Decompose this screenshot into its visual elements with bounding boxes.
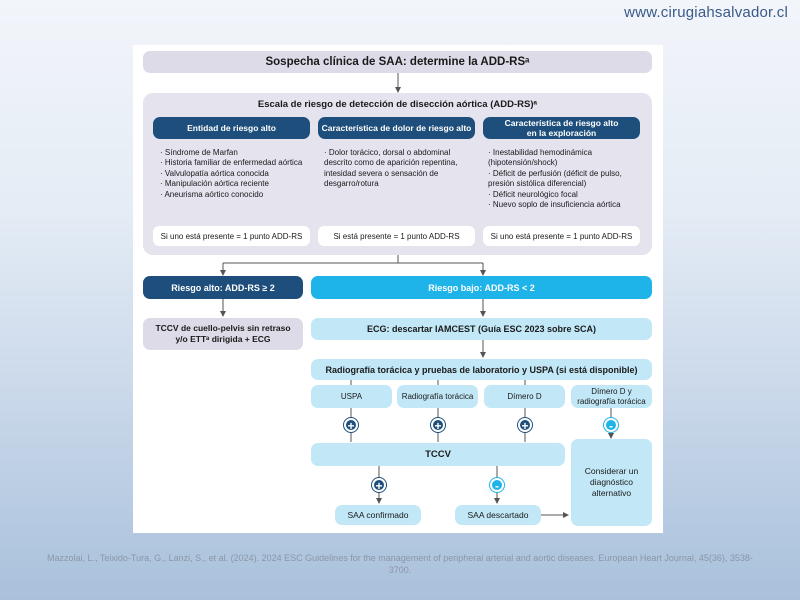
site-watermark: www.cirugiahsalvador.cl — [624, 4, 788, 21]
tccv-box: TCCV — [311, 443, 565, 466]
column-note-exam: Si uno está presente = 1 punto ADD-RS — [483, 226, 640, 246]
high-risk-action-box: TCCV de cuello-pelvis sin retraso y/o ET… — [143, 318, 303, 350]
list-item: Déficit neurológico focal — [488, 190, 640, 200]
list-item: Inestabilidad hemodinámica (hipotensión/… — [488, 148, 640, 169]
citation: Mazzolai, L., Teixido-Tura, G., Lanzi, S… — [47, 553, 753, 575]
list-item: Déficit de perfusión (déficit de pulso, … — [488, 169, 640, 190]
plus-icon: + — [372, 478, 386, 493]
list-item: Historia familiar de enfermedad aórtica — [160, 158, 310, 168]
saa-confirmed-box: SAA confirmado — [335, 505, 421, 525]
list-item: Nuevo soplo de insuficiencia aórtica — [488, 200, 640, 210]
column-note-pain: Si está presente = 1 punto ADD-RS — [318, 226, 475, 246]
column-header-exam: Característica de riesgo alto en la expl… — [483, 117, 640, 139]
low-risk-box: Riesgo bajo: ADD-RS < 2 — [311, 276, 652, 299]
tests-box: Radiografía torácica y pruebas de labora… — [311, 359, 652, 380]
saa-discarded-box: SAA descartado — [455, 505, 541, 525]
column-list-pain: Dolor torácico, dorsal o abdominal descr… — [324, 148, 474, 190]
clinical-suspicion-box: Sospecha clínica de SAA: determine la AD… — [143, 51, 652, 73]
list-item: Dolor torácico, dorsal o abdominal descr… — [324, 148, 474, 190]
column-header-pain: Característica de dolor de riesgo alto — [318, 117, 475, 139]
scale-title: Escala de riesgo de detección de disecci… — [257, 98, 538, 110]
alternative-diagnosis-box: Considerar un diagnóstico alternativo — [571, 439, 652, 526]
option-radiografia: Radiografía torácica — [397, 385, 478, 408]
list-item: Síndrome de Marfan — [160, 148, 310, 158]
column-list-high-risk-entity: Síndrome de Marfan Historia familiar de … — [160, 148, 310, 200]
plus-icon: + — [518, 418, 532, 433]
minus-icon: - — [604, 418, 618, 433]
minus-icon: - — [490, 478, 504, 493]
option-dimero-d: Dímero D — [484, 385, 565, 408]
list-item: Valvulopatía aórtica conocida — [160, 169, 310, 179]
option-uspa: USPA — [311, 385, 392, 408]
list-item: Manipulación aórtica reciente — [160, 179, 310, 189]
high-risk-box: Riesgo alto: ADD-RS ≥ 2 — [143, 276, 303, 299]
column-list-exam: Inestabilidad hemodinámica (hipotensión/… — [488, 148, 640, 210]
column-note-high-risk-entity: Si uno está presente = 1 punto ADD-RS — [153, 226, 310, 246]
option-dimero-radiografia: Dímero D y radiografía torácica — [571, 385, 652, 408]
plus-icon: + — [431, 418, 445, 433]
plus-icon: + — [344, 418, 358, 433]
ecg-box: ECG: descartar IAMCEST (Guía ESC 2023 so… — [311, 318, 652, 340]
list-item: Aneurisma aórtico conocido — [160, 190, 310, 200]
column-header-high-risk-entity: Entidad de riesgo alto — [153, 117, 310, 139]
